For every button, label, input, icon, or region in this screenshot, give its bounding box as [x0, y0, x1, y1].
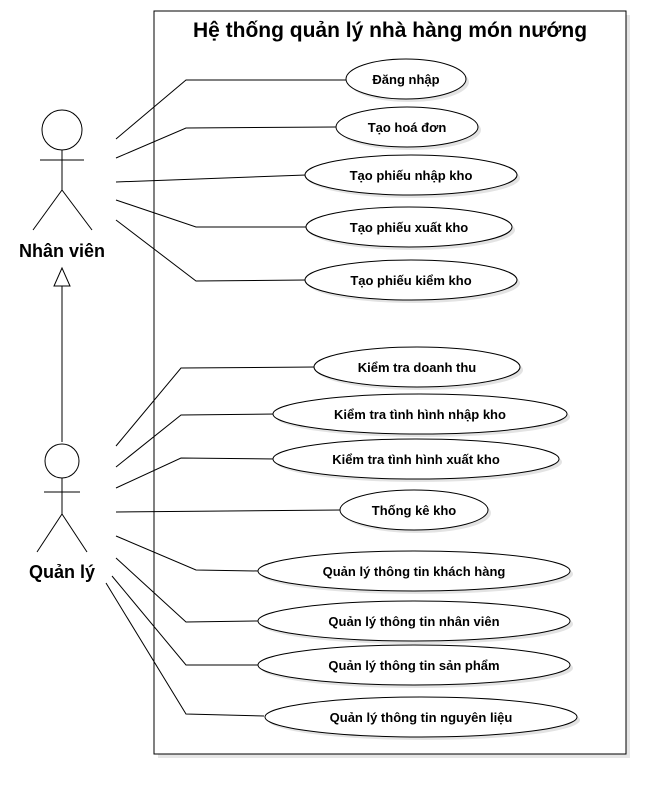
use-case-tao-phieu-xuat-kho[interactable]: Tạo phiếu xuất kho [305, 206, 515, 250]
actor-right-leg [61, 513, 88, 553]
use-case-tao-phieu-kiem-kho[interactable]: Tạo phiếu kiểm kho [304, 259, 520, 303]
use-case-ellipse [272, 438, 560, 480]
use-case-kiem-tra-tinh-hinh-xuat-kho[interactable]: Kiểm tra tình hình xuất kho [272, 438, 562, 482]
actor-label-quan-ly: Quản lý [29, 562, 95, 582]
association-line [115, 366, 317, 447]
association-line [115, 79, 346, 140]
use-case-label: Tạo phiếu kiểm kho [350, 273, 471, 288]
use-case-ellipse [272, 393, 568, 435]
actor-nhan-vien [32, 109, 93, 231]
use-cases: Đăng nhập Tạo hoá đơn Tạo phiếu nhập kho… [257, 58, 580, 740]
use-case-quan-ly-thong-tin-khach-hang[interactable]: Quản lý thông tin khách hàng [257, 550, 573, 594]
use-case-label: Kiểm tra doanh thu [358, 360, 477, 375]
use-case-ellipse [313, 346, 521, 388]
association-line [115, 457, 277, 489]
actor-head [41, 109, 83, 151]
use-case-ellipse [257, 600, 571, 642]
use-case-ellipse [264, 696, 578, 738]
use-case-kiem-tra-doanh-thu[interactable]: Kiểm tra doanh thu [313, 346, 523, 390]
actor-left-leg [36, 513, 63, 553]
use-case-ellipse [339, 489, 489, 531]
use-case-label: Tạo phiếu nhập kho [350, 168, 473, 183]
use-case-tao-phieu-nhap-kho[interactable]: Tạo phiếu nhập kho [304, 154, 520, 198]
associations [105, 79, 346, 717]
use-case-label: Quản lý thông tin khách hàng [323, 564, 506, 579]
use-case-label: Tạo hoá đơn [368, 120, 447, 135]
use-case-ellipse [304, 154, 518, 196]
use-case-label: Kiểm tra tình hình nhập kho [334, 407, 506, 422]
use-case-label: Đăng nhập [372, 72, 439, 87]
actor-left-leg [32, 189, 63, 231]
actor-quan-ly [36, 443, 88, 553]
use-case-kiem-tra-tinh-hinh-nhap-kho[interactable]: Kiểm tra tình hình nhập kho [272, 393, 570, 437]
use-case-label: Kiểm tra tình hình xuất kho [332, 452, 500, 467]
association-line [115, 509, 342, 513]
generalization-arrowhead [53, 266, 71, 287]
use-case-ellipse [345, 58, 467, 100]
use-case-ellipse [257, 550, 571, 592]
use-case-thong-ke-kho[interactable]: Thống kê kho [339, 489, 491, 533]
actor-head [44, 443, 80, 479]
use-case-label: Quản lý thông tin nhân viên [328, 614, 499, 629]
use-case-dang-nhap[interactable]: Đăng nhập [345, 58, 469, 102]
use-case-label: Quản lý thông tin nguyên liệu [330, 710, 513, 725]
use-case-ellipse [335, 106, 479, 148]
association-line [115, 126, 337, 159]
association-line [115, 199, 306, 228]
use-case-ellipse [304, 259, 518, 301]
use-case-quan-ly-thong-tin-nhan-vien[interactable]: Quản lý thông tin nhân viên [257, 600, 573, 644]
use-case-label: Thống kê kho [372, 503, 457, 518]
use-case-label: Quản lý thông tin sản phẩm [328, 658, 499, 673]
use-case-quan-ly-thong-tin-nguyen-lieu[interactable]: Quản lý thông tin nguyên liệu [264, 696, 580, 740]
actor-label-nhan-vien: Nhân viên [19, 241, 105, 261]
association-line [115, 219, 307, 282]
use-case-ellipse [257, 644, 571, 686]
association-line [105, 582, 265, 717]
association-line [115, 535, 259, 572]
association-line [115, 413, 277, 468]
association-line [111, 575, 258, 666]
actor-right-leg [61, 189, 93, 231]
system-title: Hệ thống quản lý nhà hàng món nướng [193, 19, 587, 42]
use-case-ellipse [305, 206, 513, 248]
generalization [53, 266, 71, 442]
association-line [115, 557, 259, 623]
association-line [115, 174, 307, 183]
use-case-tao-hoa-don[interactable]: Tạo hoá đơn [335, 106, 481, 150]
use-case-label: Tạo phiếu xuất kho [350, 220, 469, 235]
use-case-quan-ly-thong-tin-san-pham[interactable]: Quản lý thông tin sản phẩm [257, 644, 573, 688]
